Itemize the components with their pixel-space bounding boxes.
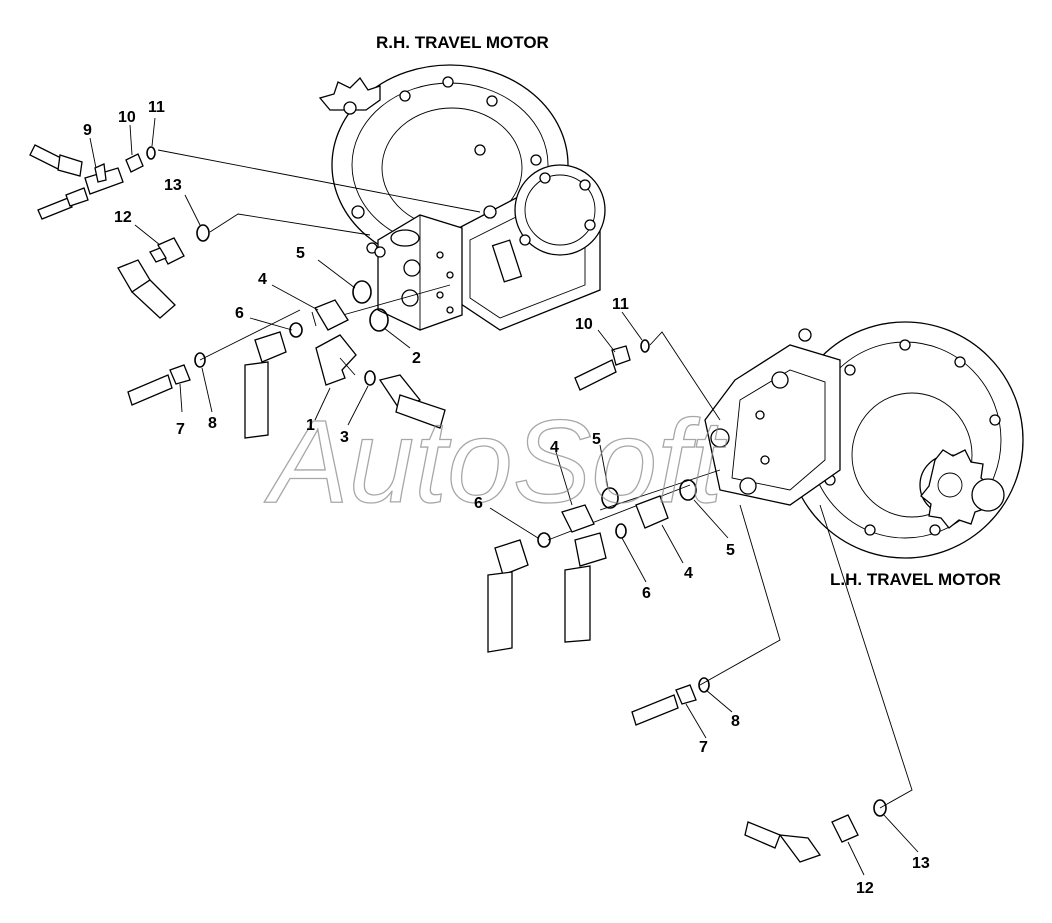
lh-fittings [487, 339, 887, 863]
callout-5c: 5 [726, 542, 735, 559]
callout-12b: 12 [856, 880, 874, 897]
callout-7: 7 [176, 421, 185, 438]
rh-fittings [29, 144, 446, 439]
callout-10b: 10 [575, 316, 593, 333]
watermark: AutoSoft [264, 396, 727, 528]
callout-13b: 13 [912, 855, 930, 872]
callout-6b: 6 [474, 495, 483, 512]
callout-2: 2 [412, 350, 421, 367]
leader-lines [157, 149, 913, 809]
callout-6c: 6 [642, 585, 651, 602]
callout-3: 3 [340, 429, 349, 446]
callout-4b: 4 [550, 439, 559, 456]
callout-labels: 9 10 11 13 12 5 4 6 2 7 8 1 3 11 10 5 4 … [83, 99, 930, 897]
callout-13: 13 [164, 177, 182, 194]
callout-4c: 4 [684, 565, 693, 582]
callout-9: 9 [83, 122, 92, 139]
title-rh-travel-motor: R.H. TRAVEL MOTOR [376, 33, 549, 52]
callout-12: 12 [114, 209, 132, 226]
title-lh-travel-motor: L.H. TRAVEL MOTOR [830, 570, 1001, 589]
callout-7b: 7 [699, 739, 708, 756]
callout-11b: 11 [612, 296, 629, 313]
callout-leaders [89, 117, 919, 876]
lh-travel-motor [704, 321, 1024, 559]
callout-8: 8 [208, 415, 217, 432]
callout-8b: 8 [731, 713, 740, 730]
callout-4: 4 [258, 271, 267, 288]
callout-6: 6 [235, 305, 244, 322]
callout-5b: 5 [592, 431, 601, 448]
callout-1: 1 [306, 417, 315, 434]
rh-travel-motor [318, 64, 606, 331]
callout-10: 10 [118, 109, 136, 126]
callout-11: 11 [148, 99, 165, 116]
callout-5: 5 [296, 245, 305, 262]
